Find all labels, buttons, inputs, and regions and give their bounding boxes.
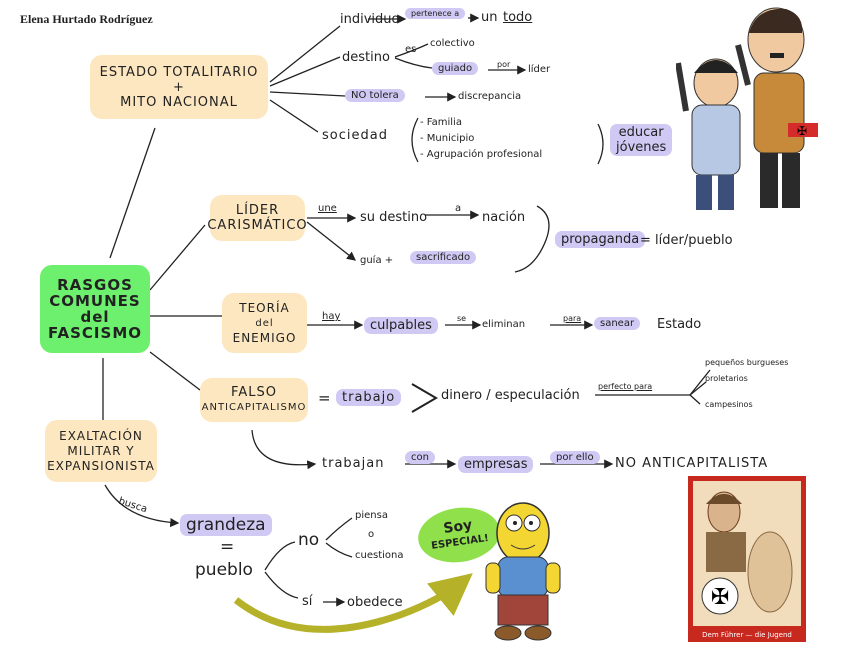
author-name: Elena Hurtado Rodríguez — [20, 12, 153, 26]
label-guiado: guiado — [432, 62, 479, 75]
label-sociedad: sociedad — [322, 128, 388, 143]
label-no: no — [298, 530, 320, 550]
node-line: FALSO — [231, 385, 277, 400]
node-line: TEORÍA — [239, 300, 290, 315]
label-trabajo: trabajo — [336, 389, 402, 406]
svg-text:✠: ✠ — [797, 124, 807, 138]
label-grandeza: grandeza — [180, 514, 272, 536]
node-line: + — [173, 79, 185, 95]
label-line: jóvenes — [616, 140, 667, 155]
group-item: campesinos — [705, 400, 753, 409]
label-sanear: sanear — [594, 317, 641, 330]
label-estado: Estado — [657, 317, 702, 332]
label-line: educar — [618, 125, 664, 140]
label-equals: = — [318, 389, 331, 407]
label-para: para — [563, 314, 582, 323]
cartoon-boy-illustration — [485, 502, 561, 641]
label-pertenece-a: pertenece a — [405, 8, 466, 19]
label-dinero-especulacion: dinero / especulación — [441, 388, 580, 403]
sociedad-item: - Familia — [420, 117, 462, 128]
label-eliminan: eliminan — [482, 319, 526, 330]
label-destino: destino — [342, 50, 390, 65]
central-node-line: FASCISMO — [47, 324, 142, 342]
node-line: LÍDER — [235, 203, 280, 218]
exaltacion-militar-node: EXALTACIÓN MILITAR Y EXPANSIONISTA — [45, 420, 157, 482]
node-line: del — [255, 317, 274, 329]
central-node-line: COMUNES — [49, 292, 141, 310]
teoria-enemigo-node: TEORÍA del ENEMIGO — [222, 293, 307, 353]
central-node-line: del — [80, 308, 110, 326]
poster-caption: Dem Führer — die Jugend — [702, 631, 792, 639]
label-por-ello: por ello — [550, 451, 600, 464]
label-une: une — [318, 203, 337, 214]
label-nacion: nación — [482, 210, 526, 225]
label-o: o — [368, 529, 375, 540]
sociedad-item: - Agrupación profesional — [420, 149, 543, 160]
label-empresas: empresas — [458, 456, 534, 473]
node-line: EXPANSIONISTA — [47, 458, 155, 473]
label-pueblo: pueblo — [195, 560, 253, 580]
svg-text:✠: ✠ — [711, 585, 729, 610]
node-line: ANTICAPITALISMO — [201, 402, 307, 413]
label-se: se — [457, 314, 467, 323]
label-discrepancia: discrepancia — [458, 91, 522, 102]
label-si: sí — [302, 594, 313, 609]
lider-carismatico-node: LÍDER CARISMÁTICO — [207, 195, 308, 241]
label-propaganda: propaganda — [555, 231, 646, 248]
label-por: por — [497, 60, 511, 69]
label-no-tolera: NO tolera — [345, 89, 405, 102]
propaganda-poster-illustration: ✠ Dem Führer — die Jugend — [688, 476, 806, 642]
label-guia: guía + — [360, 255, 394, 266]
label-no-anticapitalista: NO ANTICAPITALISTA — [615, 456, 769, 471]
label-su-destino: su destino — [360, 210, 428, 225]
label-un: un — [481, 10, 498, 25]
node-line: EXALTACIÓN — [59, 428, 143, 443]
label-hay: hay — [322, 311, 341, 322]
label-trabajan: trabajan — [322, 456, 385, 471]
label-lider-pueblo: = líder/pueblo — [640, 233, 733, 248]
central-node: RASGOS COMUNES del FASCISMO — [40, 265, 150, 353]
node-line: ESTADO TOTALITARIO — [99, 64, 259, 80]
node-line: MITO NACIONAL — [120, 94, 238, 110]
node-line: ENEMIGO — [232, 330, 297, 345]
group-item: pequeños burgueses — [705, 358, 789, 367]
label-perfecto-para: perfecto para — [598, 382, 653, 391]
label-piensa: piensa — [355, 510, 388, 521]
label-es: es — [405, 44, 417, 55]
label-obedece: obedece — [347, 595, 403, 610]
label-educar-jovenes: educar jóvenes — [610, 124, 673, 156]
falso-anticapitalismo-node: FALSO ANTICAPITALISMO — [200, 378, 308, 422]
node-line: CARISMÁTICO — [207, 218, 308, 233]
label-todo: todo — [503, 10, 533, 25]
central-node-line: RASGOS — [57, 276, 133, 294]
node-line: MILITAR Y — [67, 443, 135, 458]
label-lider: líder — [528, 64, 551, 75]
label-con: con — [405, 451, 435, 464]
label-sacrificado: sacrificado — [410, 251, 477, 264]
label-a: a — [455, 203, 462, 214]
label-culpables: culpables — [364, 317, 438, 334]
label-equals-2: = — [220, 537, 235, 557]
label-individuo: individuo — [340, 12, 400, 27]
group-item: proletarios — [705, 374, 748, 383]
label-cuestiona: cuestiona — [355, 550, 404, 561]
label-colectivo: colectivo — [430, 38, 475, 49]
dictators-caricature-illustration: ✠ — [676, 7, 818, 210]
sociedad-item: - Municipio — [420, 133, 475, 144]
estado-totalitario-node: ESTADO TOTALITARIO + MITO NACIONAL — [90, 55, 268, 119]
